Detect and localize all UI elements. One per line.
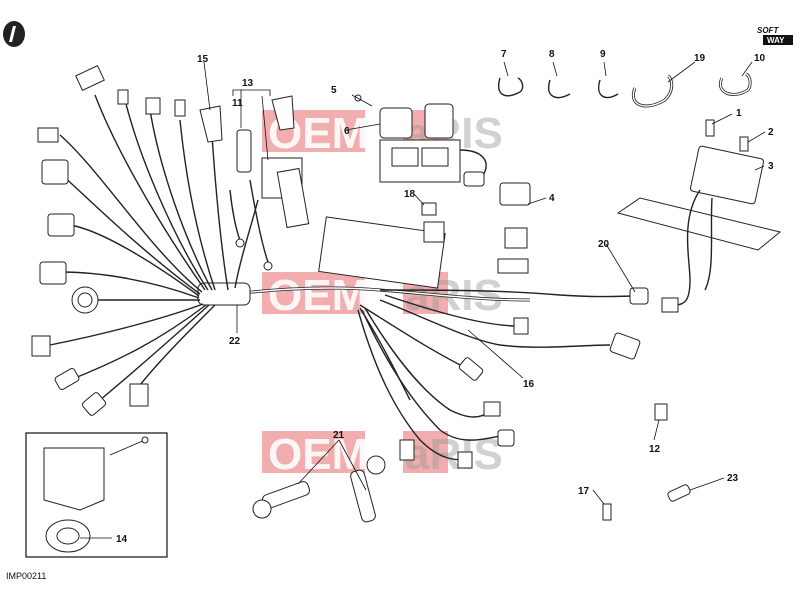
callout-13: 13 (242, 78, 254, 89)
softway-logo: SOFT WAY (757, 26, 793, 45)
regulator-bracket (616, 197, 782, 251)
callout-5: 5 (331, 85, 337, 96)
logo-top-text: SOFT (757, 26, 779, 35)
connector-left-12 (129, 383, 149, 407)
callout-19: 19 (694, 53, 706, 64)
part-18 (421, 202, 437, 216)
callout-3: 3 (768, 161, 774, 172)
brand-mark-icon (3, 21, 25, 47)
watermark-left: OEM (268, 430, 368, 479)
watermark-left: OEM (268, 271, 368, 320)
connector-left-10 (54, 368, 80, 390)
connector-right-2 (513, 317, 529, 335)
callout-10: 10 (754, 53, 766, 64)
fuse-box-cell (421, 147, 449, 167)
connector-left-3 (145, 97, 161, 115)
ring-terminal (235, 238, 245, 248)
callout-8: 8 (549, 49, 555, 60)
horn-bracket (43, 447, 105, 511)
ignition-unit-body (276, 167, 310, 229)
connector-left-11 (81, 392, 107, 416)
connector-right-4 (458, 357, 484, 381)
callout-21: 21 (333, 430, 345, 441)
connector-20 (629, 287, 649, 305)
callout-16: 16 (523, 379, 535, 390)
callout-4: 4 (549, 193, 555, 204)
connector-right-7 (497, 429, 515, 447)
relay-top (424, 103, 454, 139)
callout-6: 6 (344, 126, 350, 137)
horn-bolt (141, 436, 149, 444)
callout-12: 12 (649, 444, 661, 455)
horn-center (56, 527, 80, 545)
fuse-strip (497, 258, 529, 274)
relay-small (423, 221, 445, 243)
callout-18: 18 (404, 189, 416, 200)
logo-bottom-text: WAY (767, 36, 785, 45)
connector-right-3 (609, 332, 641, 360)
callout-1: 1 (736, 108, 742, 119)
fuse-holder-4 (499, 182, 531, 206)
callout-9: 9 (600, 49, 606, 60)
callout-14: 14 (116, 534, 128, 545)
callout-11: 11 (232, 98, 243, 109)
bulb-23 (667, 484, 691, 502)
fuse-box-cell (391, 147, 419, 167)
connector-left-7 (47, 213, 75, 237)
connector-left-4 (174, 99, 186, 117)
fuse-block (504, 227, 528, 249)
connector-round-inner (77, 292, 93, 308)
regulator-3 (689, 145, 765, 205)
connector-regulator (661, 297, 679, 313)
connector-block-right (463, 171, 485, 187)
callout-7: 7 (501, 49, 507, 60)
callout-17: 17 (578, 486, 590, 497)
horn-inset (25, 432, 168, 558)
connector-right-8 (457, 451, 473, 469)
connector-left-6 (41, 159, 69, 185)
connector-left-1 (75, 65, 105, 91)
leader-lines (80, 61, 766, 539)
connector-left-8 (39, 261, 67, 285)
connector-right-5 (399, 439, 415, 461)
part-15-clip (199, 105, 223, 143)
bolt-1 (705, 119, 715, 137)
watermark-row-3: OEM aRIS (262, 430, 503, 479)
connector-left-2 (117, 89, 129, 105)
connector-left-9 (31, 335, 51, 357)
callouts: 1 2 3 4 5 6 7 8 9 10 11 12 13 14 15 16 1… (116, 49, 774, 545)
relay-6 (379, 107, 413, 139)
connector-right-6 (483, 401, 501, 417)
switch-21-right-head (366, 455, 386, 475)
callout-15: 15 (197, 54, 209, 65)
part-17 (602, 503, 612, 521)
main-harness (31, 65, 782, 523)
switch-21-left-head (252, 499, 272, 519)
callout-23: 23 (727, 473, 739, 484)
bolt-2 (739, 136, 749, 152)
callout-2: 2 (768, 127, 774, 138)
mounting-plate (318, 216, 446, 289)
switch-21-right (350, 469, 376, 523)
part-11 (236, 129, 252, 173)
image-code: IMP00211 (6, 571, 47, 581)
callout-20: 20 (598, 239, 610, 250)
part-13-clip (271, 95, 295, 131)
ring-terminal (263, 261, 273, 271)
callout-22: 22 (229, 336, 241, 347)
part-12 (654, 403, 668, 421)
connector-left-5 (37, 127, 59, 143)
